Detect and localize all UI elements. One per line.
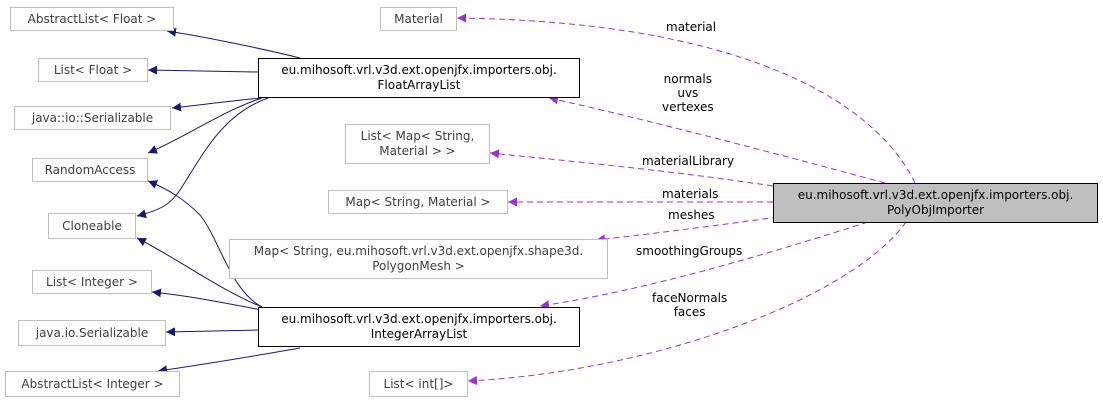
node-label-line2: PolyObjImporter (886, 203, 985, 217)
edge-label-facenormals-faces: faceNormals faces (652, 291, 727, 319)
node-label-line1: eu.mihosoft.vrl.v3d.ext.openjfx.importer… (281, 63, 557, 77)
edge-integerarraylist-list-integer (151, 288, 263, 311)
node-label-line1: eu.mihosoft.vrl.v3d.ext.openjfx.importer… (797, 188, 1074, 202)
node-label-line1: eu.mihosoft.vrl.v3d.ext.openjfx.importer… (281, 312, 557, 326)
edge-usage-meshes (595, 216, 779, 244)
node-label-line2: IntegerArrayList (370, 327, 468, 341)
node-label: Cloneable (62, 218, 122, 233)
edge-usage-material (456, 13, 916, 184)
node-floatarraylist[interactable]: eu.mihosoft.vrl.v3d.ext.openjfx.importer… (258, 58, 580, 98)
edge-usage-materiallibrary (489, 149, 774, 187)
edge-label-normals: normals (663, 72, 712, 86)
node-label: List< Integer > (46, 274, 138, 289)
node-label: Material (394, 11, 443, 26)
edge-integerarraylist-cloneable (136, 237, 263, 308)
edge-label-facenormals: faceNormals (652, 291, 728, 305)
edge-label-material: material (666, 20, 717, 34)
node-material[interactable]: Material (380, 7, 457, 31)
node-label: Map< String, Material > (345, 194, 491, 209)
node-label: AbstractList< Float > (27, 11, 157, 26)
edge-label-materials: materials (662, 187, 719, 201)
node-label: List< Float > (53, 62, 133, 77)
edge-label-materiallibrary: materialLibrary (642, 154, 735, 168)
node-label-line1: List< Map< String, (360, 129, 475, 143)
node-map-polygonmesh[interactable]: Map< String, eu.mihosoft.vrl.v3d.ext.ope… (229, 239, 608, 279)
edge-floatarraylist-abstractlist-float (166, 27, 301, 59)
node-abstractlist-integer[interactable]: AbstractList< Integer > (5, 371, 180, 397)
node-label-line2: PolygonMesh > (372, 259, 465, 273)
node-list-map[interactable]: List< Map< String, Material > > (345, 124, 490, 164)
node-list-integer[interactable]: List< Integer > (32, 270, 152, 294)
node-polyobjimporter[interactable]: eu.mihosoft.vrl.v3d.ext.openjfx.importer… (773, 183, 1098, 223)
edge-label-faces: faces (673, 305, 706, 319)
edge-floatarraylist-list-float (147, 65, 259, 75)
edge-usage-list-intarray (467, 221, 907, 386)
node-label: RandomAccess (44, 162, 136, 177)
node-java-io-serializable-cpp[interactable]: java::io::Serializable (14, 106, 171, 130)
edge-label-vertexes: vertexes (662, 100, 714, 114)
node-java-io-serializable[interactable]: java.io.Serializable (18, 320, 166, 346)
node-randomaccess[interactable]: RandomAccess (32, 158, 148, 182)
node-label: java.io.Serializable (35, 325, 149, 340)
node-label-line2: Material > > (379, 144, 456, 158)
edge-label-meshes: meshes (668, 208, 715, 222)
node-label: java::io::Serializable (31, 110, 154, 125)
node-label: AbstractList< Integer > (21, 376, 164, 391)
node-label: List< int[]> (383, 376, 454, 391)
edge-floatarraylist-cloneable (136, 97, 269, 219)
edge-floatarraylist-serializable-cpp (171, 97, 263, 112)
edge-label-normals-uvs-vertexes: normals uvs vertexes (662, 72, 714, 114)
node-label-line1: Map< String, eu.mihosoft.vrl.v3d.ext.ope… (253, 244, 584, 258)
edge-usage-integerarraylist (539, 221, 869, 310)
node-abstractlist-float[interactable]: AbstractList< Float > (10, 7, 174, 31)
node-list-float[interactable]: List< Float > (38, 58, 148, 82)
edge-label-smoothinggroups: smoothingGroups (636, 244, 743, 258)
node-label-line2: FloatArrayList (377, 78, 461, 92)
node-cloneable[interactable]: Cloneable (48, 213, 136, 239)
edge-integerarraylist-randomaccess (147, 180, 263, 308)
edge-floatarraylist-randomaccess (147, 97, 263, 154)
node-integerarraylist[interactable]: eu.mihosoft.vrl.v3d.ext.openjfx.importer… (258, 307, 580, 347)
edge-usage-floatarraylist (548, 95, 886, 184)
node-list-intarray[interactable]: List< int[]> (369, 371, 468, 397)
edge-integerarraylist-serializable (165, 327, 259, 337)
edge-integerarraylist-abstractlist-integer (157, 347, 301, 375)
edge-label-uvs: uvs (677, 86, 699, 100)
node-map-string-material[interactable]: Map< String, Material > (328, 190, 508, 214)
